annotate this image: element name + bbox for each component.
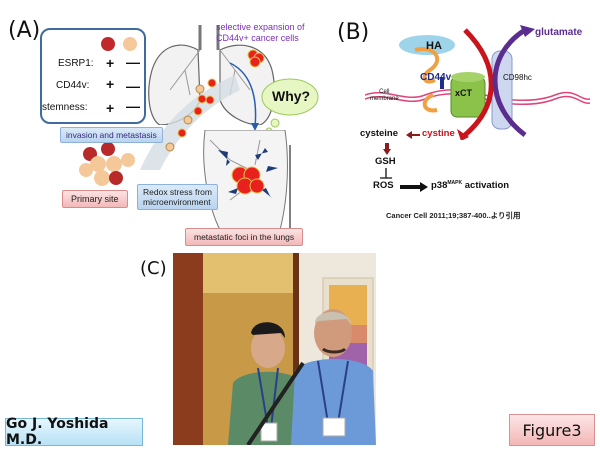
membrane-line-2: membrane (370, 96, 399, 102)
tag-redox-stress: Redox stress from microenvironment (137, 184, 218, 210)
legend-box: ESRP1: + — CD44v: + — stemness: + — (40, 28, 146, 124)
figure-label: Figure3 (509, 414, 595, 446)
cd44v-label: CD44v (420, 72, 452, 83)
expansion-arrow-icon (229, 62, 259, 131)
conference-photo (173, 253, 376, 445)
xct-diagram (365, 25, 591, 140)
mapk-superscript: MAPK (447, 180, 463, 186)
p38-activation-label: p38MAPK activation (431, 180, 509, 191)
tag-metastatic-foci: metastatic foci in the lungs (185, 228, 304, 246)
redox-line-2: microenvironment (143, 197, 211, 207)
tag-primary-site: Primary site (62, 190, 128, 208)
selective-expansion-annotation: selective expansion of CD44v+ cancer cel… (216, 22, 305, 43)
cysteine-to-gsh-arrow-icon (383, 143, 391, 155)
cd44v-positive: + (106, 76, 115, 92)
p38-text: p38 (431, 180, 448, 192)
esrp1-negative: — (126, 54, 140, 70)
legend-esrp1: ESRP1: (58, 58, 94, 69)
stress-arrows-icon (218, 148, 278, 198)
cancer-cluster-top (247, 49, 265, 68)
author-label: Go J. Yoshida M.D. (5, 416, 143, 448)
activation-text: activation (464, 180, 510, 192)
cystine-to-cysteine-arrow-icon (406, 131, 420, 139)
stemness-negative: — (126, 98, 140, 114)
negative-cell-icon (123, 37, 137, 51)
legend-stemness: stemness: (42, 102, 88, 113)
cell-membrane-label: Cell membrane (370, 89, 399, 103)
panel-a-label: (A) (8, 18, 41, 43)
why-text: Why? (272, 88, 311, 104)
cd44v-negative: — (126, 78, 140, 94)
citation: Cancer Cell 2011;19;387-400..より引用 (386, 211, 521, 220)
ros-label: ROS (373, 180, 394, 191)
stemness-positive: + (106, 100, 115, 116)
xct-label: xCT (455, 88, 473, 98)
panel-c-label: (C) (140, 258, 167, 279)
ha-label: HA (426, 40, 442, 52)
ros-to-p38-arrow-icon (400, 182, 428, 192)
inhibition-icon (380, 168, 392, 179)
metastatic-foci (231, 166, 265, 195)
primary-tumor-cells (79, 142, 135, 186)
positive-cell-icon (101, 37, 115, 51)
cystine-label: cystine (422, 128, 455, 139)
gsh-label: GSH (375, 156, 396, 167)
metastasis-path (140, 75, 240, 170)
legend-cells (101, 37, 137, 51)
tag-invasion-metastasis: invasion and metastasis (60, 127, 163, 143)
redox-line-1: Redox stress from (143, 187, 212, 197)
membrane-line-1: Cell (379, 89, 390, 95)
photo-scene (173, 253, 376, 445)
metastatic-lung-illustration (203, 130, 291, 230)
panel-b-label: (B) (337, 20, 370, 45)
legend-cd44v: CD44v: (56, 80, 90, 91)
cd98hc-label: CD98hc (503, 73, 532, 82)
cysteine-label: cysteine (360, 128, 399, 139)
esrp1-positive: + (106, 55, 115, 71)
glutamate-label: glutamate (535, 27, 583, 38)
